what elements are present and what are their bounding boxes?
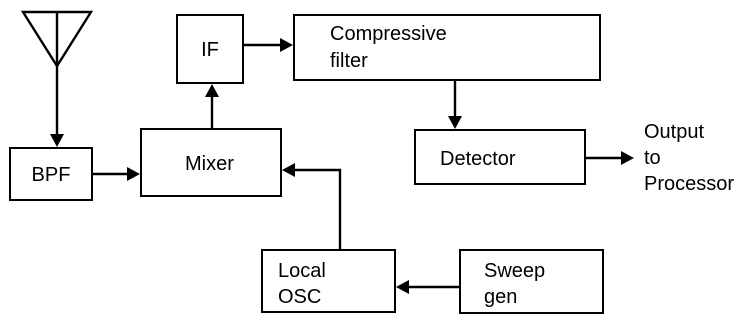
output-label-line1: Output [644, 121, 704, 143]
bpf-label: BPF [32, 164, 71, 186]
local-osc-block [261, 249, 396, 313]
arrowhead [282, 163, 295, 177]
if-block [176, 14, 244, 84]
output-label-line2: to [644, 147, 661, 169]
local-osc-label-line1: Local [278, 260, 326, 282]
compressive-filter-block [293, 14, 601, 81]
arrowhead [621, 151, 634, 165]
arrowhead [396, 280, 409, 294]
sweep-gen-block [459, 249, 604, 314]
if-label: IF [201, 39, 219, 61]
arrowhead [205, 84, 219, 97]
osc-to-mixer-wire [294, 168, 342, 250]
detector-label: Detector [440, 148, 516, 170]
compressive-filter-label-line1: Compressive [330, 23, 447, 45]
arrowhead [50, 134, 64, 147]
mixer-label: Mixer [185, 153, 234, 175]
sweep-gen-label-line1: Sweep [484, 260, 545, 282]
output-label-line3: Processor [644, 173, 734, 195]
local-osc-label-line2: OSC [278, 286, 321, 308]
arrowhead [280, 38, 293, 52]
arrowhead [448, 116, 462, 129]
sweep-gen-label-line2: gen [484, 286, 517, 308]
arrowhead [127, 167, 140, 181]
compressive-filter-label-line2: filter [330, 50, 368, 72]
detector-block [414, 129, 586, 185]
